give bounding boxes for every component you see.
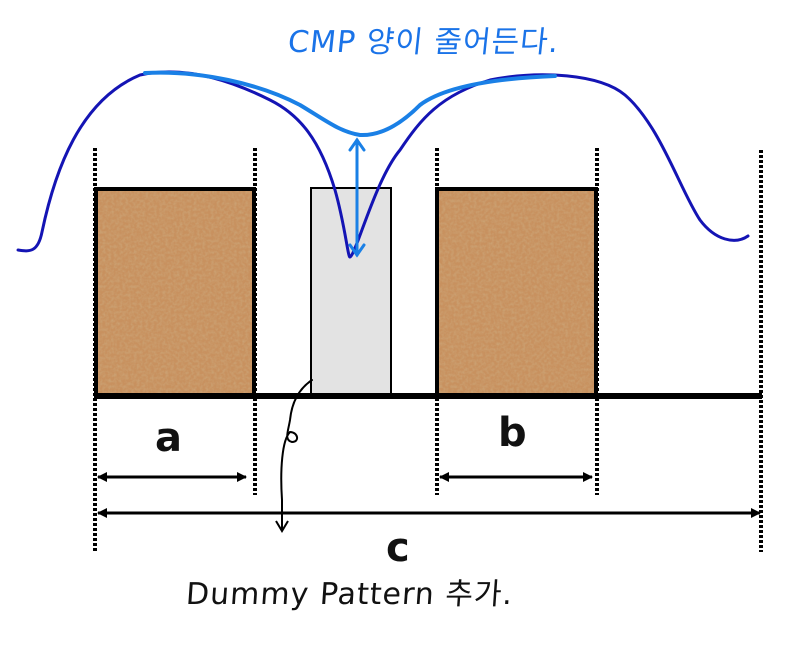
pattern-a (94, 187, 256, 398)
dummy-pattern (310, 187, 392, 397)
reduced-profile-curve (143, 70, 557, 138)
cmp-reduction-annotation: CMP 양이 줄어든다. (286, 25, 562, 60)
dummy-pointer-arrowhead (275, 520, 289, 533)
label-c: c (386, 525, 410, 571)
original-profile-curve (16, 70, 750, 259)
dimension-arrows (97, 472, 761, 518)
dummy-pattern-annotation: Dummy Pattern 추가. (184, 577, 515, 612)
height-difference-arrow (348, 137, 366, 258)
pattern-b (435, 187, 598, 398)
label-a: a (155, 415, 182, 461)
dummy-pointer-arrow (280, 379, 313, 531)
label-b: b (498, 410, 527, 456)
